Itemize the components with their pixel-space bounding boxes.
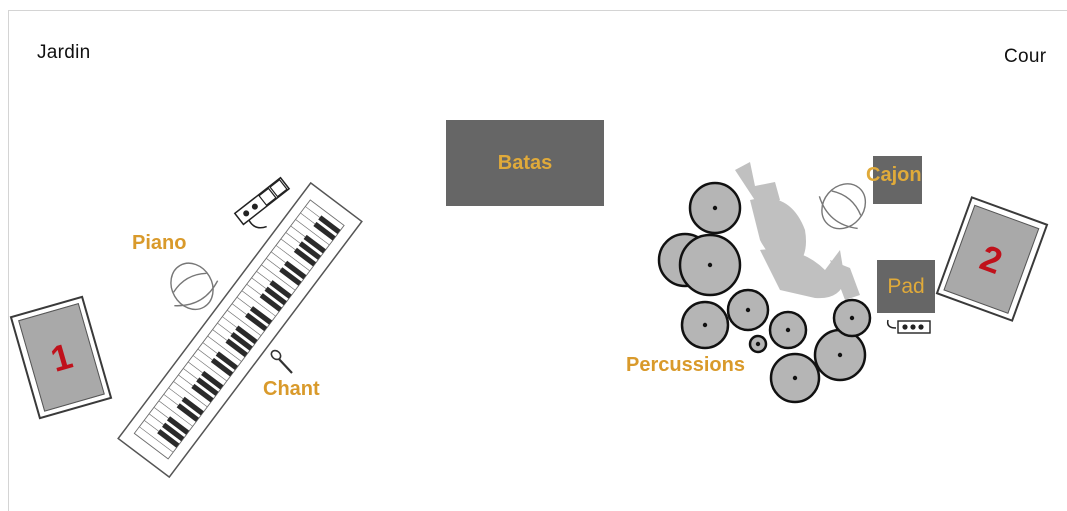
drum-center: [785, 327, 791, 333]
piano-black-key: [176, 403, 199, 422]
drum-center: [745, 307, 751, 313]
pad-box: Pad: [877, 260, 935, 313]
keyboard-icon: [117, 181, 363, 479]
piano-black-key: [157, 429, 180, 448]
piano-black-key: [245, 312, 268, 332]
stage-left-label: Jardin: [37, 42, 91, 63]
piano-black-key: [269, 280, 292, 299]
monitor-2-face: 2: [943, 204, 1040, 314]
frame-left-border: [8, 10, 9, 511]
piano-black-key: [215, 351, 239, 371]
musician-head-icon: [170, 262, 219, 311]
piano-black-key: [318, 215, 341, 234]
piano-black-key: [249, 306, 273, 325]
piano-white-key: [134, 426, 174, 460]
piano-black-key: [181, 396, 204, 416]
drum-center: [702, 322, 708, 328]
piano-black-key: [201, 370, 224, 390]
piano-black-key: [162, 422, 185, 442]
monitor-2-number: 2: [975, 236, 1008, 282]
piano-label: Piano: [132, 232, 187, 254]
percussions-label: Percussions: [626, 354, 745, 376]
power-strip-icon: [886, 319, 931, 334]
piano-black-key: [298, 241, 321, 260]
batas-label: Batas: [497, 151, 553, 174]
piano-black-key: [191, 383, 214, 403]
batas-box: Batas: [446, 120, 604, 206]
piano-black-key: [303, 234, 326, 254]
power-strip-icon: [233, 176, 291, 229]
cajon-player-head-icon: [818, 183, 867, 230]
pad-label: Pad: [887, 274, 925, 298]
piano-black-key: [279, 267, 302, 286]
piano-black-key: [166, 416, 190, 435]
microphone-icon: [270, 349, 293, 374]
piano-black-key: [210, 357, 234, 377]
drum-center: [837, 352, 843, 358]
chant-label: Chant: [263, 378, 320, 400]
monitor-1-face: 1: [18, 303, 105, 412]
drum-center: [755, 341, 761, 347]
monitor-wedge-1: 1: [9, 295, 113, 420]
piano-black-key: [230, 331, 253, 351]
piano-black-key: [313, 221, 336, 241]
drum-kit-icon: [657, 162, 872, 404]
piano-black-key: [196, 377, 219, 396]
monitor-1-number: 1: [46, 334, 77, 380]
drum-center: [707, 262, 713, 268]
piano-black-key: [284, 260, 307, 280]
piano-black-key: [293, 247, 317, 267]
monitor-wedge-2: 2: [935, 196, 1049, 322]
piano-black-key: [264, 286, 287, 306]
stage-right-label: Cour: [1004, 46, 1047, 67]
drum-center: [849, 315, 855, 321]
cajon-label: Cajon: [866, 164, 922, 186]
piano-black-key: [235, 325, 258, 345]
piano-black-key: [259, 293, 282, 312]
cajon-box: [873, 156, 922, 204]
frame-top-border: [8, 10, 1067, 11]
drum-center: [792, 375, 798, 381]
drum-center: [712, 205, 718, 211]
piano-black-key: [225, 338, 248, 358]
